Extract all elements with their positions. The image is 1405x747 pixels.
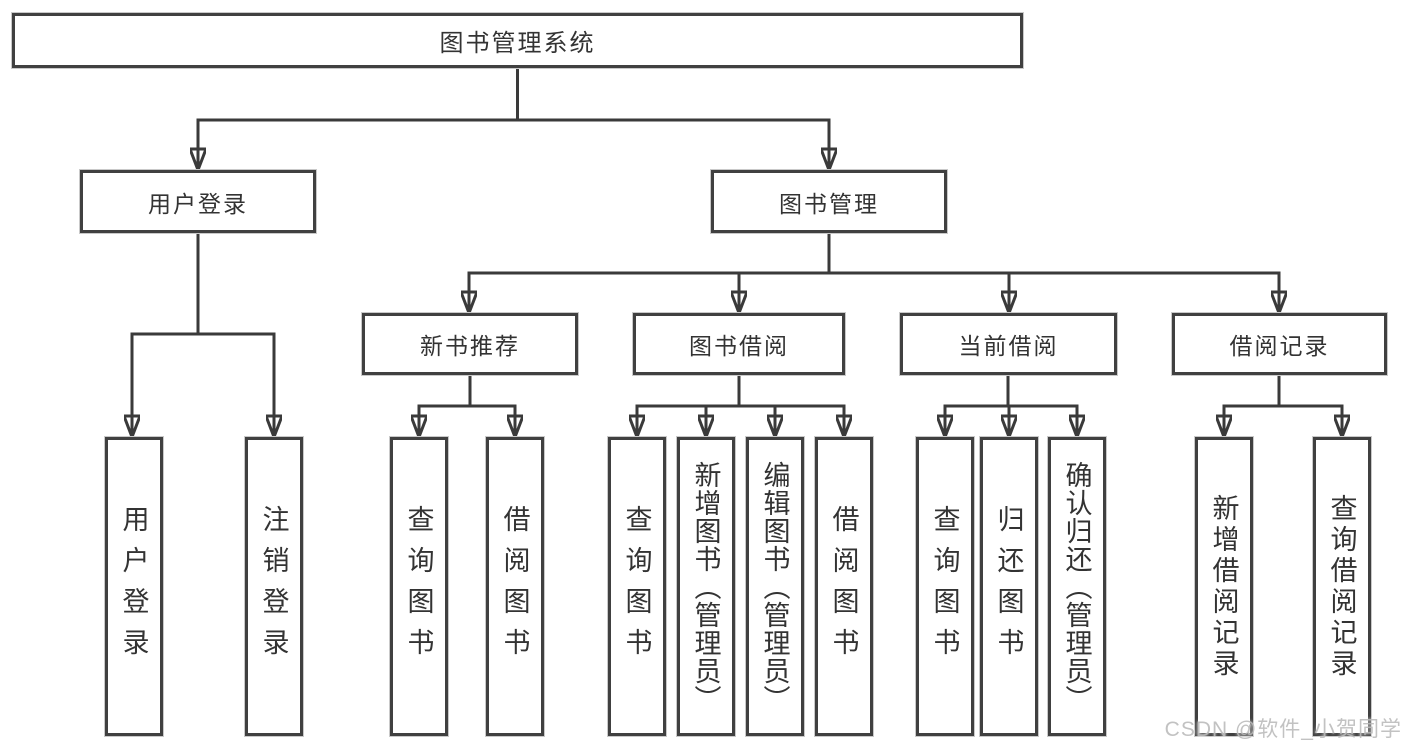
connector-login-to-leaves <box>132 231 274 433</box>
node-book-management: 图书管理 <box>711 170 947 233</box>
connector-records-to-leaves <box>1224 373 1342 433</box>
leaf-return-book: 归还图书 <box>980 437 1038 736</box>
connector-newbook-to-leaves <box>419 373 515 433</box>
node-borrow-records: 借阅记录 <box>1172 313 1387 375</box>
leaf-add-borrow-record: 新增借阅记录 <box>1195 437 1253 736</box>
connector-mgmt-to-level3 <box>469 231 1279 309</box>
leaf-borrow-books-recommend: 借阅图书 <box>486 437 544 736</box>
node-user-login: 用户登录 <box>80 170 316 233</box>
node-book-borrow: 图书借阅 <box>633 313 845 375</box>
leaf-query-books-borrow: 查询图书 <box>608 437 666 736</box>
leaf-add-book-admin: 新增图书（管理员） <box>677 437 735 736</box>
leaf-query-borrow-record: 查询借阅记录 <box>1313 437 1371 736</box>
connector-current-to-leaves <box>945 373 1077 433</box>
leaf-query-books-recommend: 查询图书 <box>390 437 448 736</box>
leaf-user-login: 用户登录 <box>105 437 163 736</box>
leaf-logout: 注销登录 <box>245 437 303 736</box>
leaf-query-books-current: 查询图书 <box>916 437 974 736</box>
node-root: 图书管理系统 <box>12 13 1023 68</box>
connector-borrow-to-leaves <box>637 373 844 433</box>
leaf-confirm-return-admin: 确认归还（管理员） <box>1048 437 1106 736</box>
leaf-borrow-books: 借阅图书 <box>815 437 873 736</box>
node-current-borrow: 当前借阅 <box>900 313 1117 375</box>
csdn-watermark: CSDN @软件_小贺同学 <box>1164 718 1402 741</box>
leaf-edit-book-admin: 编辑图书（管理员） <box>746 437 804 736</box>
node-new-book-recommend: 新书推荐 <box>362 313 578 375</box>
connector-root-to-level2 <box>198 66 829 166</box>
